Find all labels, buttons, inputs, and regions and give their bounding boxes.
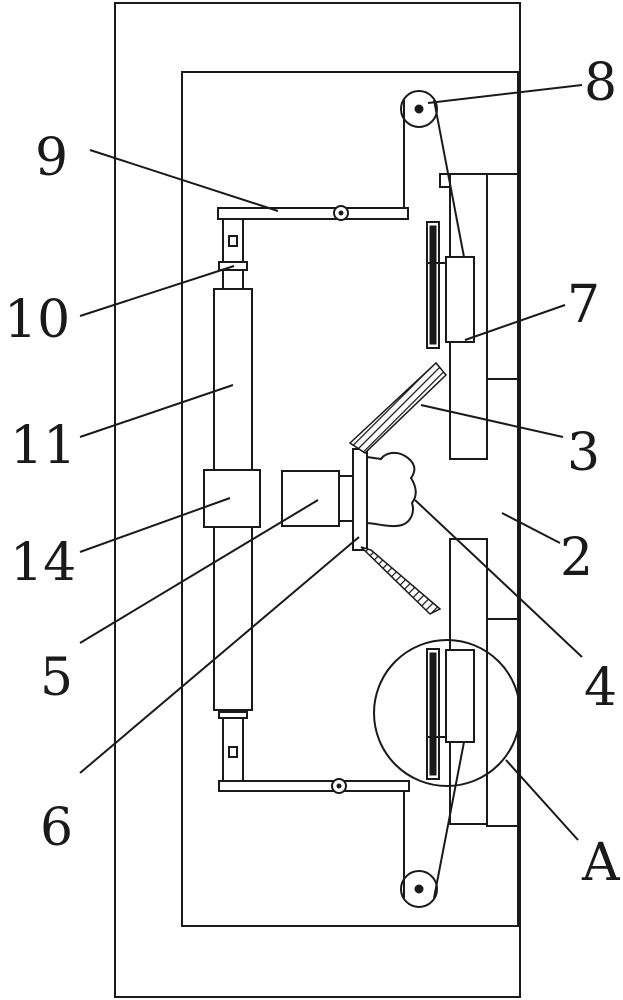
press-head-flange	[338, 475, 354, 522]
lower-cable-right	[433, 741, 465, 899]
lower-pulley-axle	[414, 884, 424, 894]
leader-5	[79, 499, 319, 644]
callout-a: A	[581, 833, 621, 893]
upper-link-arm	[217, 207, 409, 220]
upper-flexible-hose	[348, 361, 448, 454]
upper-connecting-rod	[222, 218, 244, 290]
leader-6	[79, 536, 360, 774]
callout-10: 10	[4, 290, 70, 350]
lower-link-pivot-dot	[336, 783, 342, 789]
upper-link-pivot-dot	[338, 210, 344, 216]
leader-9	[89, 149, 279, 212]
lower-rail-inner	[429, 652, 437, 776]
upper-mount-block	[486, 173, 519, 380]
lower-rod-notch	[228, 746, 238, 758]
leader-11	[79, 384, 234, 438]
upper-pulley-axle	[414, 104, 424, 114]
callout-6: 6	[40, 798, 73, 858]
lower-flexible-hose	[360, 546, 442, 615]
callout-5: 5	[40, 648, 73, 708]
press-head	[281, 470, 340, 527]
callout-3: 3	[567, 423, 600, 483]
leader-2	[501, 512, 561, 544]
lower-connecting-rod	[222, 709, 244, 782]
callout-9: 9	[35, 128, 68, 188]
callout-11: 11	[10, 416, 76, 476]
upper-slider	[445, 256, 475, 343]
lower-slider	[445, 649, 475, 743]
leader-a	[505, 759, 579, 841]
upper-rail-inner	[429, 225, 437, 345]
callout-2: 2	[560, 528, 593, 588]
motor-block	[203, 469, 261, 528]
leader-7	[464, 304, 566, 341]
callout-8: 8	[584, 53, 617, 113]
detail-circle-a	[373, 639, 521, 787]
lower-rod-collar	[218, 711, 248, 719]
callout-4: 4	[584, 658, 617, 718]
upper-rod-notch	[228, 235, 238, 247]
workpiece	[366, 451, 417, 528]
lower-mount-block	[486, 618, 519, 827]
leader-10	[79, 265, 235, 317]
leader-14	[79, 497, 231, 553]
upper-cable-right	[433, 99, 465, 258]
leader-3	[420, 404, 564, 438]
leader-4	[414, 499, 583, 658]
lower-link-arm	[218, 780, 410, 792]
callout-7: 7	[567, 275, 600, 335]
callout-14: 14	[10, 533, 76, 593]
leader-8	[427, 84, 583, 104]
pressing-plate	[352, 448, 368, 551]
